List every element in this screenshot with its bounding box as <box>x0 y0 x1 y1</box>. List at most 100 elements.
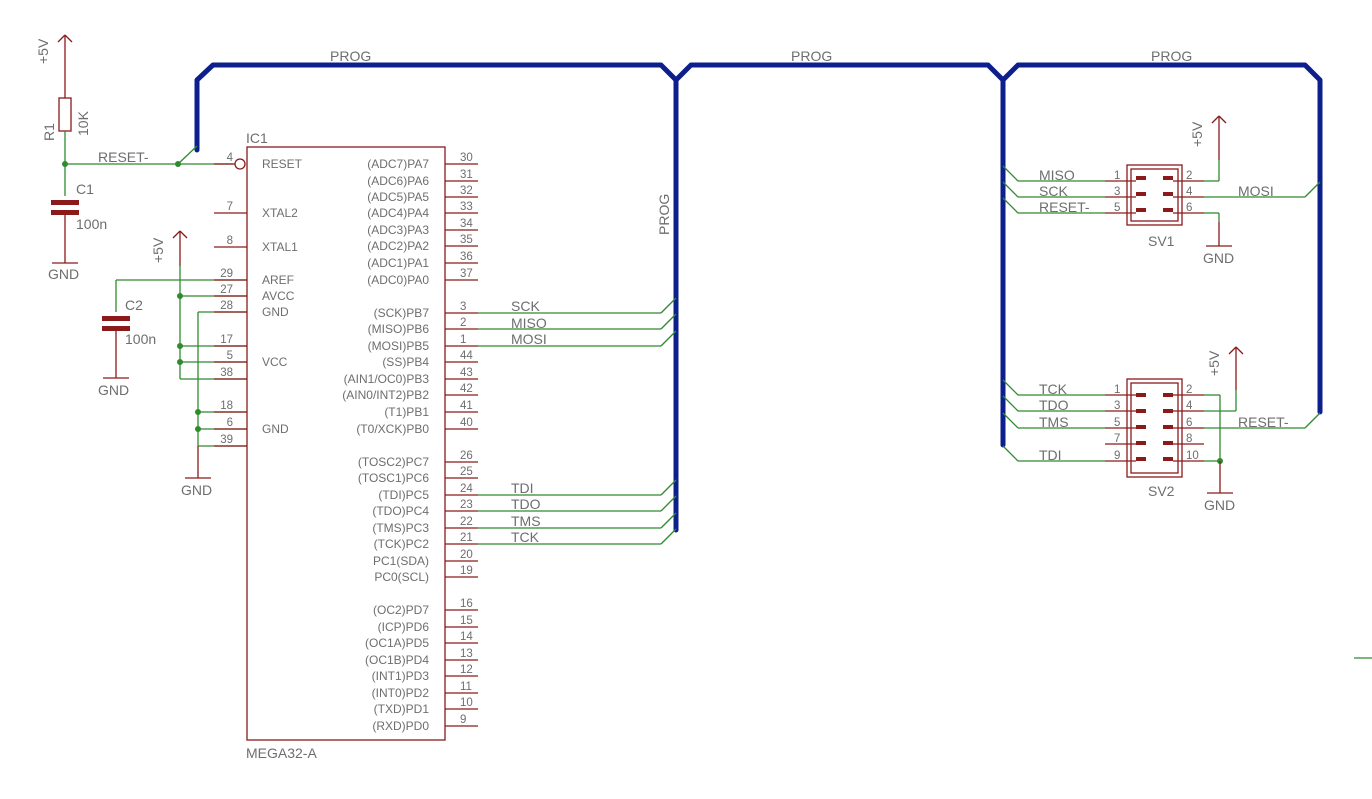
gnd-supply-left <box>185 311 247 479</box>
prog-bus <box>194 62 1323 533</box>
c1-capacitor <box>51 200 79 264</box>
ic1-right-pin-name: (TDO)PC4 <box>372 504 429 518</box>
net-tck-label: TCK <box>511 529 540 545</box>
c2-value: 100n <box>125 331 156 347</box>
ic1-right-pin-number: 9 <box>460 714 466 726</box>
net-miso-label: MISO <box>511 315 547 331</box>
sv1-header <box>1002 115 1321 247</box>
sv2-pin-number: 7 <box>1114 433 1120 445</box>
ic1-right-pin-number: 14 <box>460 631 473 643</box>
ic1-right-pin-number: 3 <box>460 301 466 313</box>
ic1-right-pin-name: (T0/XCK)PB0 <box>356 422 429 436</box>
ic1-right-pin-name: (AIN1/OC0)PB3 <box>344 372 430 386</box>
ic1-gnd-label: GND <box>181 482 212 498</box>
sv2-pin-number: 10 <box>1186 450 1199 462</box>
ic1-right-pin-name: (MOSI)PB5 <box>368 339 430 353</box>
ic1-right-pin-name: (TMS)PC3 <box>372 521 429 535</box>
sv1-net-reset: RESET- <box>1039 199 1090 215</box>
ic1-right-pin-number: 12 <box>460 664 473 676</box>
ic1-right-pin-number: 22 <box>460 516 473 528</box>
sv1-net-mosi: MOSI <box>1238 183 1274 199</box>
ic1-right-pin-name: (AIN0/INT2)PB2 <box>342 388 429 402</box>
ic1-left-pin-number: 27 <box>220 284 233 296</box>
ic1-right-pins: 30(ADC7)PA731(ADC6)PA632(ADC5)PA533(ADC4… <box>342 152 478 733</box>
r1-value: 10K <box>75 110 91 136</box>
sv1-pin-6: 6 <box>1186 202 1192 214</box>
sv2-pin-number: 6 <box>1186 417 1192 429</box>
sv2-net-reset: RESET- <box>1238 414 1289 430</box>
ic1-right-pin-name: (RXD)PD0 <box>372 719 429 733</box>
ic1-left-pin-name: AREF <box>262 273 294 287</box>
ic1-right-pin-number: 30 <box>460 152 473 164</box>
sv2-pin-number: 1 <box>1114 384 1120 396</box>
ic1-right-pin-number: 10 <box>460 697 473 709</box>
c2-capacitor <box>102 316 130 379</box>
ic1-right-pin-number: 11 <box>460 681 472 693</box>
c1-name: C1 <box>76 181 94 197</box>
ic1-right-pin-name: (TCK)PC2 <box>374 537 430 551</box>
ic1-right-pin-name: (TXD)PD1 <box>374 702 430 716</box>
ic1-right-pin-name: (OC1A)PD5 <box>365 636 429 650</box>
ic1-right-pin-name: (T1)PB1 <box>384 405 429 419</box>
ic1-left-pin-number: 38 <box>220 367 233 379</box>
sv1-name: SV1 <box>1148 233 1175 249</box>
ic1-right-pin-number: 42 <box>460 383 473 395</box>
ic1-name: IC1 <box>246 130 268 146</box>
sv1-pin-1: 1 <box>1114 170 1120 182</box>
ic1-right-pin-number: 20 <box>460 549 473 561</box>
ic1-right-pin-number: 21 <box>460 532 473 544</box>
sv2-name: SV2 <box>1148 483 1175 499</box>
ic1-right-pin-number: 37 <box>460 268 473 280</box>
ic1-vcc-label: +5V <box>150 237 166 263</box>
ic1-right-pin-name: (ADC4)PA4 <box>367 206 429 220</box>
net-mosi-label: MOSI <box>511 331 547 347</box>
c1-value: 100n <box>76 216 107 232</box>
reset-inversion-bubble <box>234 158 246 170</box>
sv1-pin-5: 5 <box>1114 202 1120 214</box>
ic1-right-pin-name: (INT0)PD2 <box>372 686 430 700</box>
ic1-right-pin-number: 2 <box>460 317 466 329</box>
c2-name: C2 <box>125 297 143 313</box>
sv1-gnd-label: GND <box>1203 250 1234 266</box>
ic1-right-pin-number: 24 <box>460 483 473 495</box>
ic1-right-pin-number: 13 <box>460 648 473 660</box>
ic1-right-pin-name: (TOSC1)PC6 <box>358 471 429 485</box>
ic1-right-pin-number: 43 <box>460 367 473 379</box>
c1-gnd-label: GND <box>48 266 79 282</box>
sv2-gnd-label: GND <box>1204 497 1235 513</box>
ic1-right-pin-name: (OC2)PD7 <box>373 603 429 617</box>
net-tdo-label: TDO <box>511 496 541 512</box>
sv1-net-sck: SCK <box>1039 183 1068 199</box>
bus-label-2: PROG <box>791 48 832 64</box>
ic1-right-pin-number: 34 <box>460 218 473 230</box>
sv2-header <box>1002 346 1321 494</box>
ic1-left-pin-name: AVCC <box>262 289 295 303</box>
sv2-net-tdi: TDI <box>1039 447 1062 463</box>
ic1-left-pin-name: VCC <box>262 355 288 369</box>
ic1-right-pin-number: 41 <box>460 400 473 412</box>
ic1-right-pin-number: 36 <box>460 251 473 263</box>
bus-label-3: PROG <box>1151 48 1192 64</box>
ic1-left-pin-number: 7 <box>227 201 233 213</box>
ic1-left-pin-name: RESET <box>262 157 303 171</box>
sv2-pin-number: 5 <box>1114 417 1120 429</box>
ic1-right-pin-number: 33 <box>460 201 473 213</box>
ic1-left-pin-number: 39 <box>220 434 233 446</box>
reset-net-label: RESET- <box>98 149 149 165</box>
ic1-right-pin-name: (ADC7)PA7 <box>367 157 429 171</box>
ic1-right-pin-name: (TOSC2)PC7 <box>358 455 429 469</box>
ic1-left-pin-number: 5 <box>227 350 233 362</box>
ic1-left-pin-number: 8 <box>227 235 233 247</box>
sv1-vcc-label: +5V <box>1189 121 1205 147</box>
ic1-right-pin-number: 32 <box>460 185 473 197</box>
sv2-pin-number: 2 <box>1186 384 1192 396</box>
ic1-right-pin-name: PC1(SDA) <box>373 554 429 568</box>
r1-vcc-label: +5V <box>35 38 51 64</box>
ic1-right-pin-number: 1 <box>460 334 466 346</box>
sv2-pin-number: 8 <box>1186 433 1192 445</box>
ic1-right-pin-name: (INT1)PD3 <box>372 669 430 683</box>
sv2-net-tms: TMS <box>1039 414 1069 430</box>
net-tdi-label: TDI <box>511 480 534 496</box>
reset-bus-tap <box>177 145 198 165</box>
